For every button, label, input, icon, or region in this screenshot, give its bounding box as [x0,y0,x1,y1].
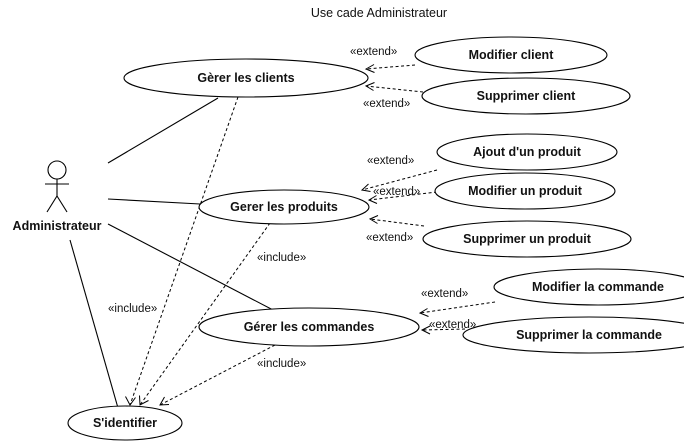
extend-label: «extend» [421,288,468,300]
use-case-label: S'identifier [93,416,157,430]
include-label: «include» [108,303,157,315]
use-case-gerer-clients[interactable]: Gèrer les clients [123,58,369,98]
include-label: «include» [257,358,306,370]
use-case-label: Modifier un produit [468,184,583,198]
use-case-label: Supprimer la commande [516,328,662,342]
use-case-label: Modifier client [469,48,555,62]
use-case-modifier-commande[interactable]: Modifier la commande [493,268,684,306]
use-case-label: Gerer les produits [230,200,338,214]
use-case-gerer-commandes[interactable]: Gérer les commandes [198,307,420,347]
extend-label: «extend» [366,232,413,244]
use-case-label: Gèrer les clients [197,71,294,85]
diagram-title: Use cade Administrateur [311,6,447,20]
use-case-label: Supprimer client [477,89,576,103]
use-case-sidentifier[interactable]: S'identifier [67,405,183,441]
association-gerer-clients [107,97,219,164]
extend-supprimer-produit [368,215,425,227]
extend-modifier-commande [418,301,496,317]
extend-label: «extend» [373,186,420,198]
include-gerer-produits [139,222,271,406]
use-case-supprimer-produit[interactable]: Supprimer un produit [422,220,632,258]
use-case-modifier-client[interactable]: Modifier client [414,36,608,74]
extend-label: «extend» [429,319,476,331]
extend-modifier-produit [367,191,438,204]
stick-figure-actor-icon [45,160,69,213]
use-case-gerer-produits[interactable]: Gerer les produits [198,189,370,225]
include-gerer-commandes [159,344,276,406]
use-case-ajout-produit[interactable]: Ajout d'un produit [436,133,618,171]
extend-ajout-produit [360,169,438,192]
use-case-supprimer-commande[interactable]: Supprimer la commande [462,316,684,354]
extend-supprimer-client [364,82,424,93]
actor-label: Administrateur [13,219,102,233]
use-case-label: Gérer les commandes [244,320,375,334]
use-case-label: Modifier la commande [532,280,664,294]
association-gerer-commandes [107,223,276,312]
extend-supprimer-commande [420,325,466,335]
association-sidentifier [69,239,119,409]
extend-label: «extend» [350,46,397,58]
extend-label: «extend» [367,155,414,167]
use-case-modifier-produit[interactable]: Modifier un produit [434,172,616,210]
extend-label: «extend» [363,98,410,110]
extend-modifier-client [364,64,416,73]
use-case-label: Supprimer un produit [463,232,592,246]
include-gerer-clients [125,96,239,406]
association-gerer-produits [107,198,201,205]
actor-administrateur[interactable]: Administrateur [13,160,102,233]
use-case-supprimer-client[interactable]: Supprimer client [421,77,631,115]
use-case-label: Ajout d'un produit [473,145,582,159]
include-label: «include» [257,252,306,264]
